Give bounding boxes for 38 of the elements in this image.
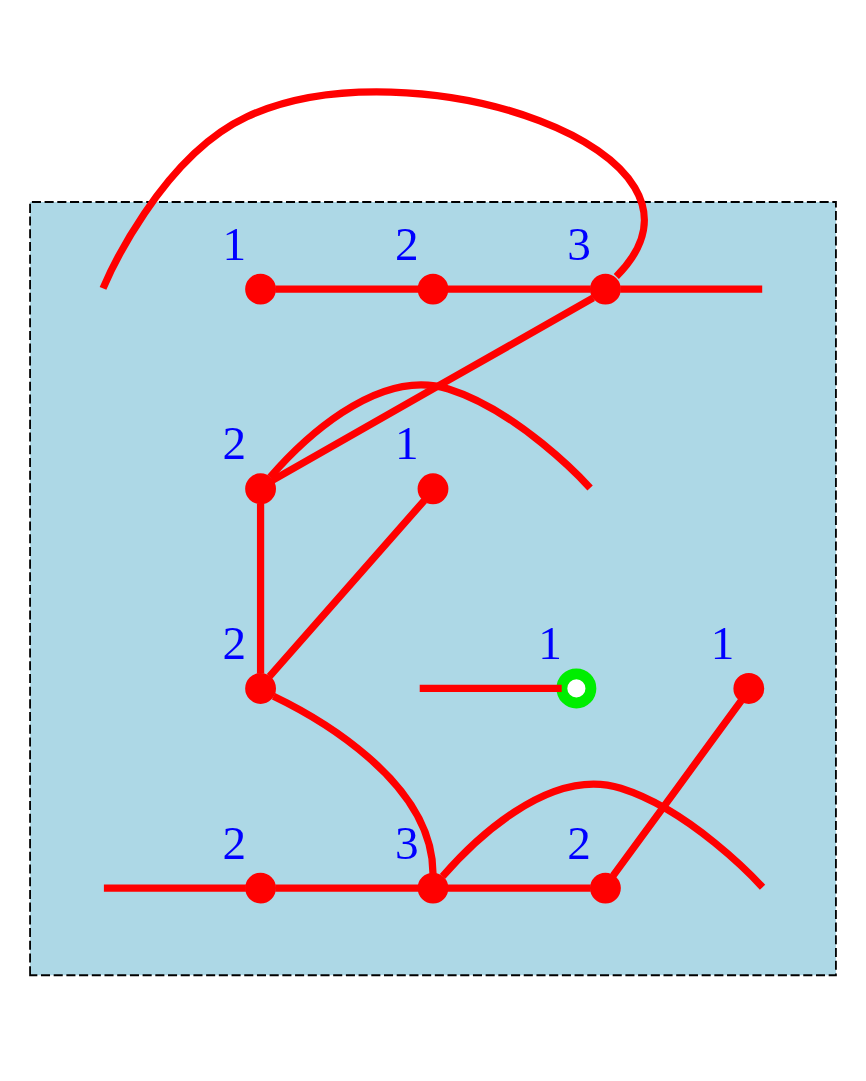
- node-circle: [417, 273, 449, 305]
- node-label: 2: [222, 816, 247, 869]
- node-label: 1: [538, 617, 562, 670]
- node-label: 2: [394, 217, 419, 270]
- node-label: 3: [567, 217, 591, 270]
- node-label: 1: [394, 417, 419, 470]
- node-circle: [417, 872, 449, 904]
- connector: [419, 684, 562, 693]
- connector: [447, 884, 591, 892]
- node-circle: [245, 872, 276, 904]
- connector: [266, 498, 427, 679]
- node-circle: [417, 473, 449, 505]
- node-label: 2: [222, 617, 247, 670]
- connector: [610, 698, 745, 878]
- connector: [99, 88, 648, 290]
- node-circle: [556, 668, 597, 709]
- node-circle: [245, 273, 276, 305]
- connector: [275, 884, 419, 892]
- connector: [447, 285, 591, 293]
- connector: [271, 692, 437, 874]
- connector: [439, 780, 766, 890]
- node-label: 2: [567, 816, 591, 869]
- cluster: [29, 201, 837, 977]
- connector: [270, 294, 595, 484]
- node-circle: [245, 473, 276, 505]
- node-circle: [590, 872, 621, 904]
- node-circle: [245, 673, 276, 704]
- connector: [103, 884, 246, 892]
- connector: [256, 503, 265, 674]
- connector: [275, 285, 419, 293]
- node-label: 2: [222, 417, 247, 470]
- connector: [620, 285, 763, 293]
- node-circle: [590, 273, 621, 305]
- node-circle: [733, 673, 765, 704]
- node-label: 1: [710, 617, 735, 670]
- node-label: 3: [394, 816, 419, 869]
- node-label: 1: [222, 217, 247, 270]
- connector: [267, 381, 593, 491]
